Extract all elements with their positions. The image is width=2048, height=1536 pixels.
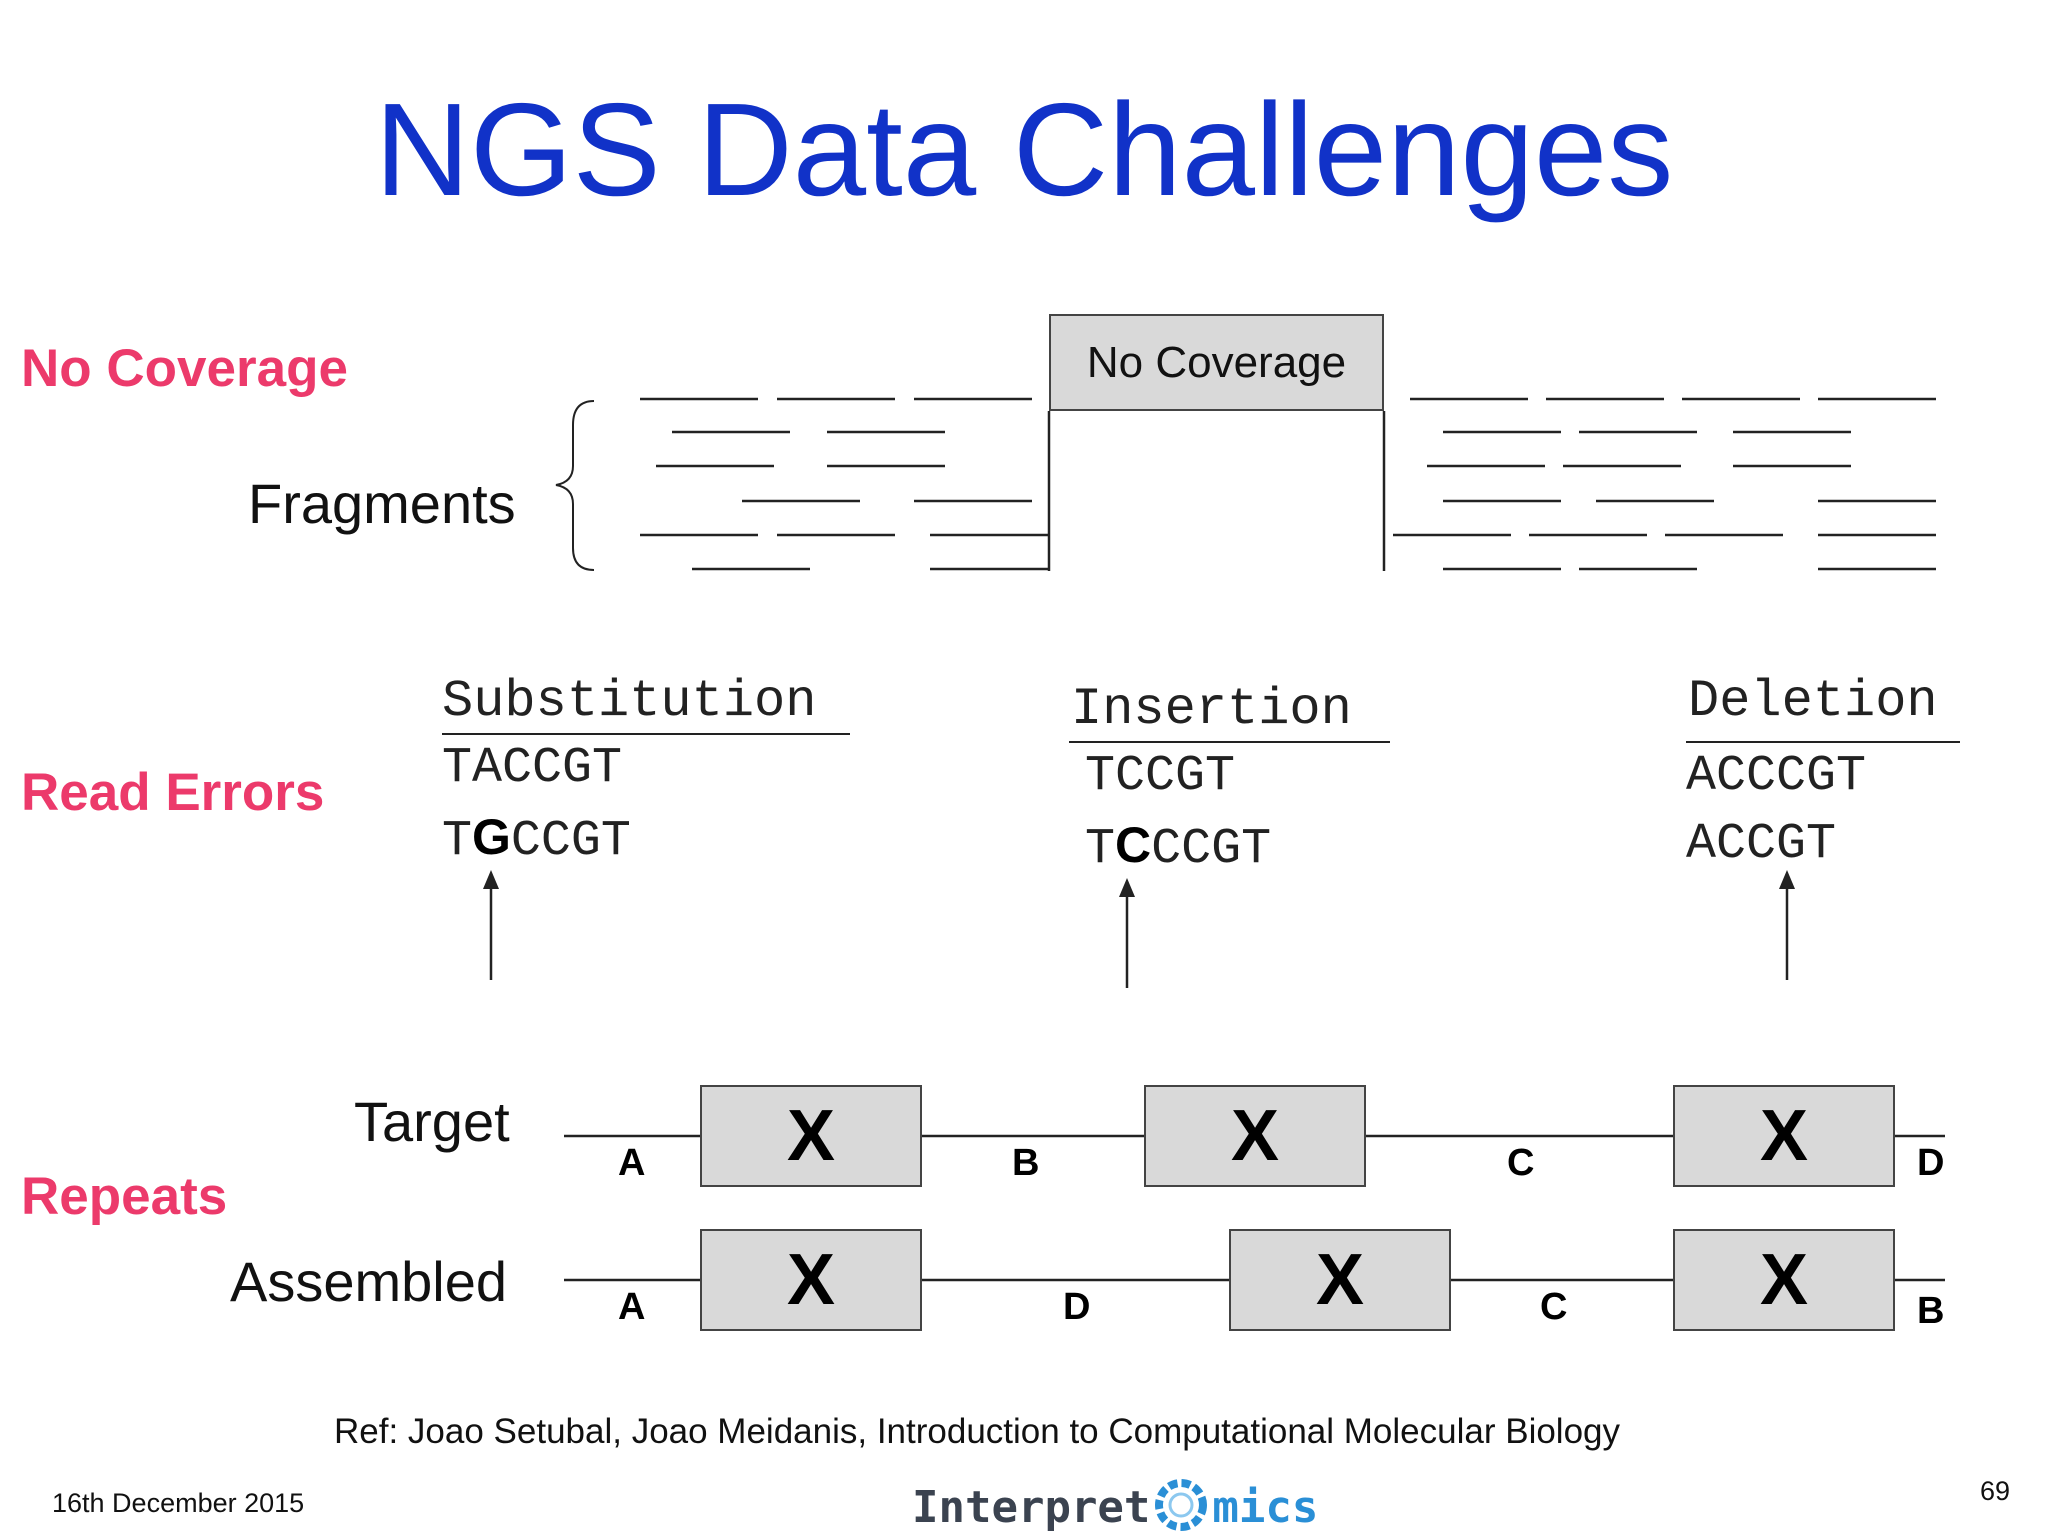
target-segment-label: B xyxy=(1012,1142,1040,1184)
target-repeat-box: X xyxy=(700,1085,922,1187)
target-segment-label: A xyxy=(618,1142,646,1184)
assembled-segment-label: C xyxy=(1540,1286,1568,1328)
reference-citation: Ref: Joao Setubal, Joao Meidanis, Introd… xyxy=(334,1412,1621,1451)
target-repeat-box: X xyxy=(1673,1085,1895,1187)
assembled-repeat-box: X xyxy=(1673,1229,1895,1331)
assembled-segment-label: D xyxy=(1063,1286,1091,1328)
inserted-base: C xyxy=(1115,817,1152,873)
interpretomics-logo: Interpret mics xyxy=(912,1476,1318,1534)
insertion-read-seq: TCCCGT xyxy=(1085,817,1272,878)
target-label: Target xyxy=(354,1090,510,1153)
assembled-repeat-box: X xyxy=(1229,1229,1451,1331)
substitution-header: Substitution xyxy=(442,672,817,731)
target-segment-label: D xyxy=(1917,1142,1945,1184)
deletion-header: Deletion xyxy=(1688,672,1938,731)
slide-title: NGS Data Challenges xyxy=(374,76,1674,223)
deletion-reference-seq: ACCCGT xyxy=(1686,748,1867,805)
deletion-read-seq: ACCGT xyxy=(1686,816,1837,873)
page-number: 69 xyxy=(1980,1476,2011,1506)
target-segment-label: C xyxy=(1507,1142,1535,1184)
assembled-segment-label: A xyxy=(618,1286,646,1328)
substitution-read-seq: TGCCGT xyxy=(442,809,631,870)
section-label-no-coverage: No Coverage xyxy=(21,339,348,398)
substituted-base: G xyxy=(472,809,511,865)
no-coverage-gap-box: No Coverage xyxy=(1049,314,1384,411)
substitution-reference-seq: TACCGT xyxy=(442,740,623,797)
insertion-header: Insertion xyxy=(1071,680,1352,739)
slide-date: 16th December 2015 xyxy=(52,1488,305,1518)
fragments-label: Fragments xyxy=(248,472,516,535)
assembled-segment-label: B xyxy=(1917,1290,1945,1332)
section-label-repeats: Repeats xyxy=(21,1167,228,1226)
section-label-read-errors: Read Errors xyxy=(21,763,325,822)
circle-o-logo-icon xyxy=(1155,1479,1208,1531)
assembled-label: Assembled xyxy=(230,1250,508,1313)
assembled-repeat-box: X xyxy=(700,1229,922,1331)
target-repeat-box: X xyxy=(1144,1085,1366,1187)
insertion-reference-seq: TCCGT xyxy=(1085,748,1236,805)
